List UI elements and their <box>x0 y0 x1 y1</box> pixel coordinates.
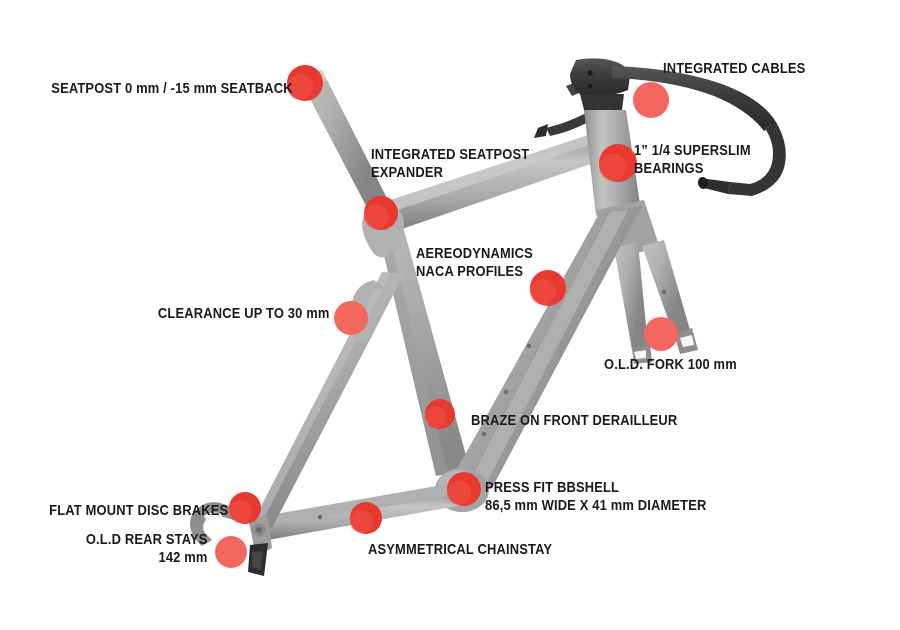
rear-axle-hole <box>256 527 262 533</box>
seatpost-tube <box>298 70 392 221</box>
press-fit-bbshell-callout-line-2: 86,5 mm WIDE X 41 mm DIAMETER <box>485 496 707 514</box>
superslim-bearings-marker-dot[interactable] <box>599 144 637 182</box>
old-fork-marker-dot[interactable] <box>644 317 678 351</box>
integrated-seatpost-expander-marker-dot[interactable] <box>364 196 398 230</box>
down-tube-highlight <box>470 210 628 484</box>
flat-mount-disc-brakes-callout: FLAT MOUNT DISC BRAKES <box>49 502 228 520</box>
fork-leg-far <box>642 240 690 336</box>
rear-thru-axle-highlight <box>252 551 263 570</box>
handlebar-drop-opening <box>697 177 709 189</box>
press-fit-bbshell-marker-dot[interactable] <box>447 472 481 506</box>
old-fork-callout: O.L.D. FORK 100 mm <box>604 356 737 374</box>
braze-on-front-derailleur-marker-dot[interactable] <box>425 399 455 429</box>
chainstay-bolt <box>317 514 323 520</box>
handlebar-left-end <box>534 124 548 138</box>
seatpost-marker-dot[interactable] <box>287 65 323 101</box>
flat-mount-slot <box>204 512 222 522</box>
clearance-callout: CLEARANCE UP TO 30 mm <box>158 305 330 323</box>
handlebar-group <box>534 58 786 196</box>
aereodynamics-naca-profiles-marker-dot[interactable] <box>530 270 566 306</box>
down-tube-port-2 <box>526 343 532 349</box>
seatpost-callout: SEATPOST 0 mm / -15 mm SEATBACK <box>52 80 293 98</box>
old-rear-stays-callout-line-1: O.L.D REAR STAYS <box>86 531 208 548</box>
braze-on-front-derailleur-callout: BRAZE ON FRONT DERAILLEUR <box>471 412 677 430</box>
top-tube <box>381 132 614 231</box>
fork-dropout-slot-far <box>680 335 694 347</box>
flat-mount-disc-brakes-marker-dot[interactable] <box>229 492 261 524</box>
braze-on-front-derailleur-callout-line-1: BRAZE ON FRONT DERAILLEUR <box>471 412 678 429</box>
integrated-cables-marker-dot[interactable] <box>633 82 669 118</box>
clearance-marker-dot[interactable] <box>334 301 368 335</box>
fork-dropout-slot-near <box>634 350 646 359</box>
superslim-bearings-callout-line-2: BEARINGS <box>634 159 704 177</box>
steerer-collar <box>580 94 624 110</box>
seatpost-callout-line-1: SEATPOST 0 mm / -15 mm SEATBACK <box>51 80 293 97</box>
integrated-cables-callout: INTEGRATED CABLES <box>663 60 805 78</box>
fork-leg-near <box>614 242 648 350</box>
old-fork-callout-line-1: O.L.D. FORK 100 mm <box>604 356 737 373</box>
fork-cable-port <box>661 289 667 295</box>
flat-mount-disc-brakes-callout-line-1: FLAT MOUNT DISC BRAKES <box>48 502 228 519</box>
asymmetrical-chainstay-callout: ASYMMETRICAL CHAINSTAY <box>368 541 552 559</box>
superslim-bearings-callout-line-1: 1” 1/4 SUPERSLIM <box>634 142 751 159</box>
flat-mount-brake-tab <box>190 502 236 546</box>
integrated-seatpost-expander-callout-line-2: EXPANDER <box>371 163 444 181</box>
down-tube-port-4 <box>481 431 487 437</box>
asymmetrical-chainstay-callout-line-1: ASYMMETRICAL CHAINSTAY <box>368 541 553 558</box>
integrated-cables-callout-line-1: INTEGRATED CABLES <box>663 60 806 77</box>
down-tube-port-3 <box>503 389 509 395</box>
old-rear-stays-marker-dot[interactable] <box>215 536 247 568</box>
clearance-callout-line-1: CLEARANCE UP TO 30 mm <box>158 305 330 322</box>
handlebar-drop-curve <box>728 122 786 196</box>
marker-dots-group <box>215 65 678 568</box>
press-fit-bbshell-callout-line-1: PRESS FIT BBSHELL <box>485 479 620 496</box>
stem-bolt-top <box>587 70 593 76</box>
old-rear-stays-callout-line-2: 142 mm <box>158 548 208 566</box>
asymmetrical-chainstay-marker-dot[interactable] <box>350 502 382 534</box>
integrated-seatpost-expander-callout-line-1: INTEGRATED SEATPOST <box>371 146 530 163</box>
top-tube-highlight <box>381 132 601 214</box>
aereodynamics-naca-profiles-callout-line-2: NACA PROFILES <box>416 262 524 280</box>
stem-bolt-bottom <box>587 83 593 89</box>
aereodynamics-naca-profiles-callout-line-1: AEREODYNAMICS <box>416 245 533 262</box>
handlebar-top-right <box>612 66 776 131</box>
